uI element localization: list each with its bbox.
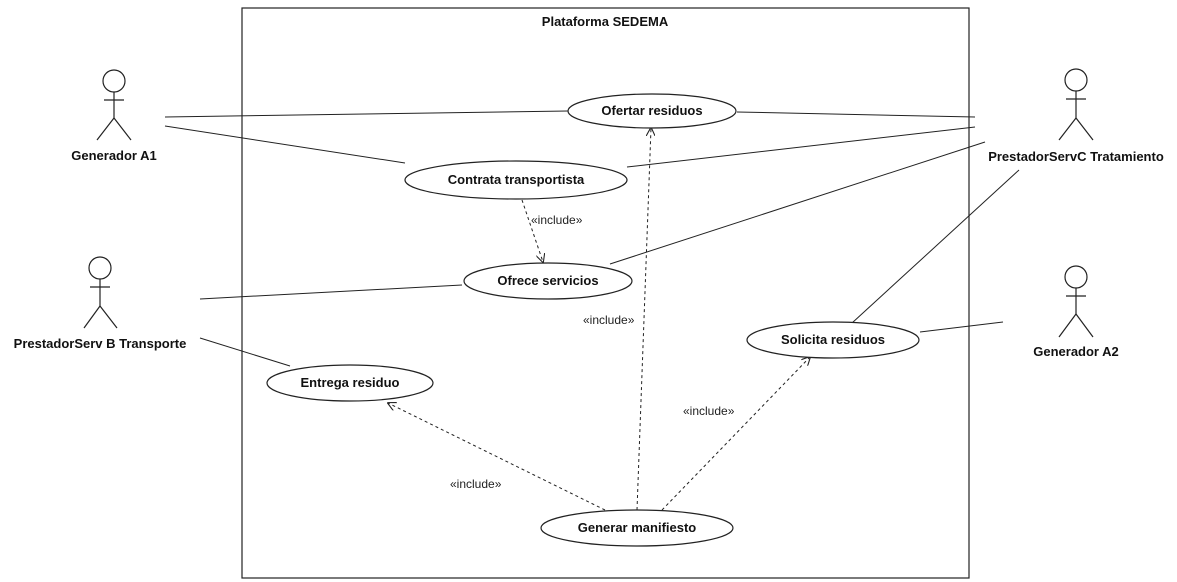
assoc-ofrece-tratamiento bbox=[609, 141, 986, 265]
usecase-generar-manifiesto: Generar manifiesto bbox=[540, 509, 734, 547]
usecase-ofrece-servicios: Ofrece servicios bbox=[463, 262, 633, 300]
include-label-manifiesto-entrega: «include» bbox=[450, 477, 502, 491]
actor-generador-a2-label: Generador A2 bbox=[1033, 344, 1119, 359]
include-manifiesto-entrega bbox=[388, 403, 606, 511]
include-dependencies bbox=[388, 128, 810, 511]
actor-generador-a2: Generador A2 bbox=[1033, 265, 1119, 359]
associations bbox=[164, 110, 1020, 367]
assoc-ofertar-tratamiento bbox=[736, 111, 976, 118]
usecase-solicita-residuos: Solicita residuos bbox=[746, 321, 920, 359]
include-label-manifiesto-ofertar: «include» bbox=[583, 313, 635, 327]
actor-generador-a1: Generador A1 bbox=[71, 69, 157, 163]
include-contrata-ofrece bbox=[521, 199, 543, 262]
usecase-solicita-label: Solicita residuos bbox=[781, 332, 885, 347]
usecase-manifiesto-label: Generar manifiesto bbox=[578, 520, 697, 535]
assoc-transporte-ofrece bbox=[199, 284, 463, 300]
system-title: Plataforma SEDEMA bbox=[542, 14, 669, 29]
include-label-manifiesto-solicita: «include» bbox=[683, 404, 735, 418]
actor-prestador-transporte-label: PrestadorServ B Transporte bbox=[14, 336, 187, 351]
usecase-entrega-residuo: Entrega residuo bbox=[266, 364, 434, 402]
actor-prestador-tratamiento: PrestadorServC Tratamiento bbox=[988, 68, 1164, 164]
usecase-ofertar-label: Ofertar residuos bbox=[601, 103, 702, 118]
assoc-a1-ofertar bbox=[164, 110, 569, 118]
stick-figure-icon bbox=[1058, 68, 1094, 141]
include-manifiesto-solicita bbox=[661, 357, 810, 511]
usecase-ofertar-residuos: Ofertar residuos bbox=[567, 93, 737, 129]
assoc-transporte-entrega bbox=[199, 337, 291, 367]
actor-generador-a1-label: Generador A1 bbox=[71, 148, 157, 163]
stick-figure-icon bbox=[96, 69, 132, 141]
actor-prestador-tratamiento-label: PrestadorServC Tratamiento bbox=[988, 149, 1164, 164]
assoc-solicita-tratamiento bbox=[851, 169, 1020, 324]
include-manifiesto-ofertar bbox=[636, 128, 651, 511]
assoc-a1-contrata bbox=[164, 125, 406, 164]
assoc-contrata-tratamiento bbox=[626, 126, 976, 168]
usecase-ofrece-label: Ofrece servicios bbox=[497, 273, 598, 288]
include-label-contrata-ofrece: «include» bbox=[531, 213, 583, 227]
assoc-solicita-a2 bbox=[919, 321, 1004, 333]
stick-figure-icon bbox=[83, 256, 118, 329]
actor-prestador-transporte: PrestadorServ B Transporte bbox=[14, 256, 187, 351]
system-boundary bbox=[241, 7, 970, 579]
stick-figure-icon bbox=[1058, 265, 1094, 338]
usecase-contrata-transportista: Contrata transportista bbox=[404, 160, 628, 200]
usecase-contrata-label: Contrata transportista bbox=[448, 172, 585, 187]
usecase-entrega-label: Entrega residuo bbox=[301, 375, 400, 390]
